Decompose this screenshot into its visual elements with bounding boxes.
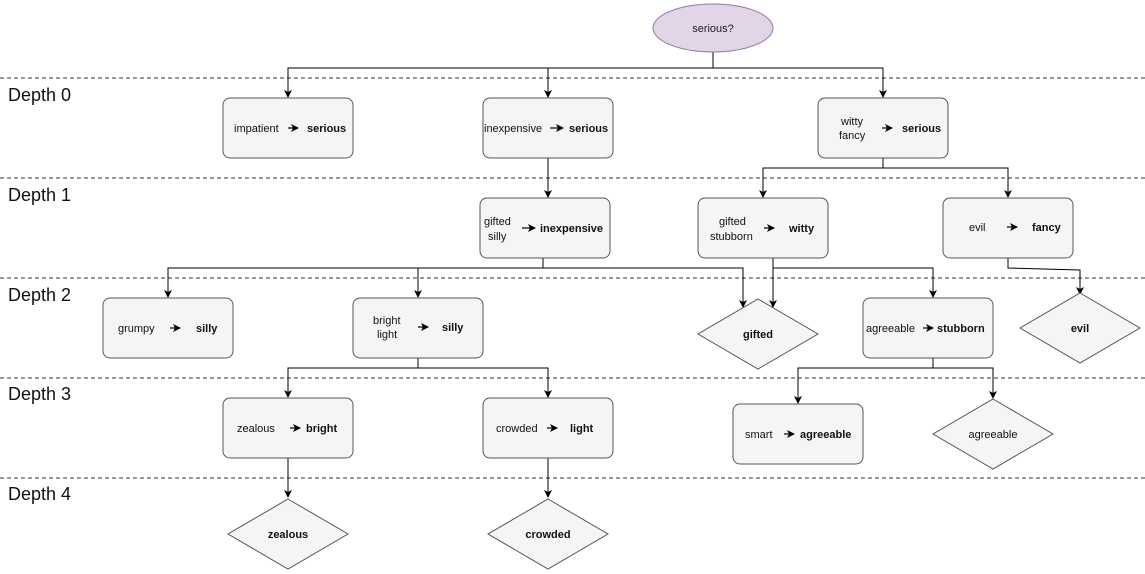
rule-box — [222, 397, 354, 459]
root-label: serious? — [692, 23, 734, 35]
premise-label: impatient — [234, 123, 279, 135]
fact-node-gifted: gifted — [697, 298, 819, 370]
rule-node-crowded-light: crowded light — [482, 397, 614, 459]
rule-box — [942, 197, 1074, 259]
edge — [284, 52, 714, 98]
conclusion-label: inexpensive — [540, 223, 603, 235]
fact-node-zealous: zealous — [227, 498, 349, 570]
premise-label: inexpensive — [484, 123, 542, 135]
conclusion-label: silly — [196, 323, 218, 335]
edge — [544, 67, 713, 98]
conclusion-label: fancy — [1032, 222, 1062, 234]
rule-box — [732, 403, 864, 465]
depth-label-2: Depth 2 — [8, 285, 71, 305]
edge — [164, 258, 544, 298]
depth-label-1: Depth 1 — [8, 185, 71, 205]
fact-diamond — [227, 498, 349, 570]
edge — [759, 158, 884, 198]
premise-label: fancy — [839, 130, 866, 142]
root-ellipse — [652, 3, 774, 53]
conclusion-label: agreeable — [800, 429, 851, 441]
root-node: serious? — [652, 3, 774, 53]
premise-label: gifted — [719, 216, 746, 228]
premise-label: gifted — [484, 216, 511, 228]
rule-box — [482, 97, 614, 159]
premise-label: crowded — [496, 423, 538, 435]
fact-diamond — [1019, 292, 1141, 364]
rule-node-inexpensive-serious: inexpensive serious — [482, 97, 614, 159]
edges — [164, 52, 1084, 498]
fact-diamond — [932, 398, 1054, 470]
rule-box — [352, 297, 484, 359]
rule-node-gifted-silly-inexpensive: gifted silly inexpensive — [479, 197, 611, 259]
fact-node-crowded: crowded — [487, 498, 609, 570]
fact-label: gifted — [743, 329, 773, 341]
rule-box — [479, 197, 611, 259]
rule-node-smart-agreeable: smart agreeable — [732, 403, 864, 465]
premise-label: agreeable — [866, 323, 915, 335]
depth-label-4: Depth 4 — [8, 484, 71, 504]
premise-label: grumpy — [118, 323, 155, 335]
rule-node-bright-light-silly: bright light silly — [352, 297, 484, 359]
edge — [713, 67, 887, 98]
fact-diamond — [697, 298, 819, 370]
fact-diamond — [487, 498, 609, 570]
rule-node-evil-fancy: evil fancy — [942, 197, 1074, 259]
premise-label: evil — [969, 222, 986, 234]
premise-label: light — [377, 329, 397, 341]
rule-node-zealous-bright: zealous bright — [222, 397, 354, 459]
conclusion-label: serious — [307, 123, 346, 135]
rule-node-witty-fancy-serious: witty fancy serious — [817, 97, 949, 159]
edge — [773, 267, 937, 298]
rule-node-impatient-serious: impatient serious — [222, 97, 354, 159]
rule-box — [102, 297, 234, 359]
conclusion-label: serious — [569, 123, 608, 135]
fact-label: evil — [1071, 323, 1089, 335]
premise-label: bright — [373, 315, 401, 327]
conclusion-label: bright — [306, 423, 337, 435]
rule-node-agreeable-stubborn: agreeable stubborn — [862, 297, 994, 359]
depth-label-0: Depth 0 — [8, 85, 71, 105]
edge — [883, 167, 1012, 198]
depth-separators — [0, 77, 1145, 479]
conclusion-label: silly — [442, 322, 464, 334]
edge — [543, 267, 747, 308]
premise-label: silly — [488, 231, 507, 243]
conclusion-label: witty — [788, 223, 815, 235]
fact-node-agreeable: agreeable — [932, 398, 1054, 470]
conclusion-label: stubborn — [937, 323, 985, 335]
premise-label: stubborn — [710, 231, 753, 243]
depth-label-3: Depth 3 — [8, 384, 71, 404]
rule-node-gifted-stubborn-witty: gifted stubborn witty — [697, 197, 829, 259]
edge — [414, 267, 543, 298]
fact-node-evil: evil — [1019, 292, 1141, 364]
rule-node-grumpy-silly: grumpy silly — [102, 297, 234, 359]
edge — [418, 367, 552, 398]
fact-label: agreeable — [969, 429, 1018, 441]
rule-box — [697, 197, 829, 259]
fact-label: zealous — [268, 529, 308, 541]
conclusion-label: light — [570, 423, 594, 435]
edge — [1007, 258, 1084, 295]
edge — [794, 358, 934, 404]
premise-label: witty — [840, 116, 864, 128]
premise-label: smart — [745, 429, 773, 441]
edge — [933, 367, 997, 399]
depth-labels: Depth 0 Depth 1 Depth 2 Depth 3 Depth 4 — [8, 85, 71, 504]
conclusion-label: serious — [902, 123, 941, 135]
premise-label: zealous — [237, 423, 275, 435]
edge — [284, 358, 419, 398]
fact-label: crowded — [525, 529, 570, 541]
